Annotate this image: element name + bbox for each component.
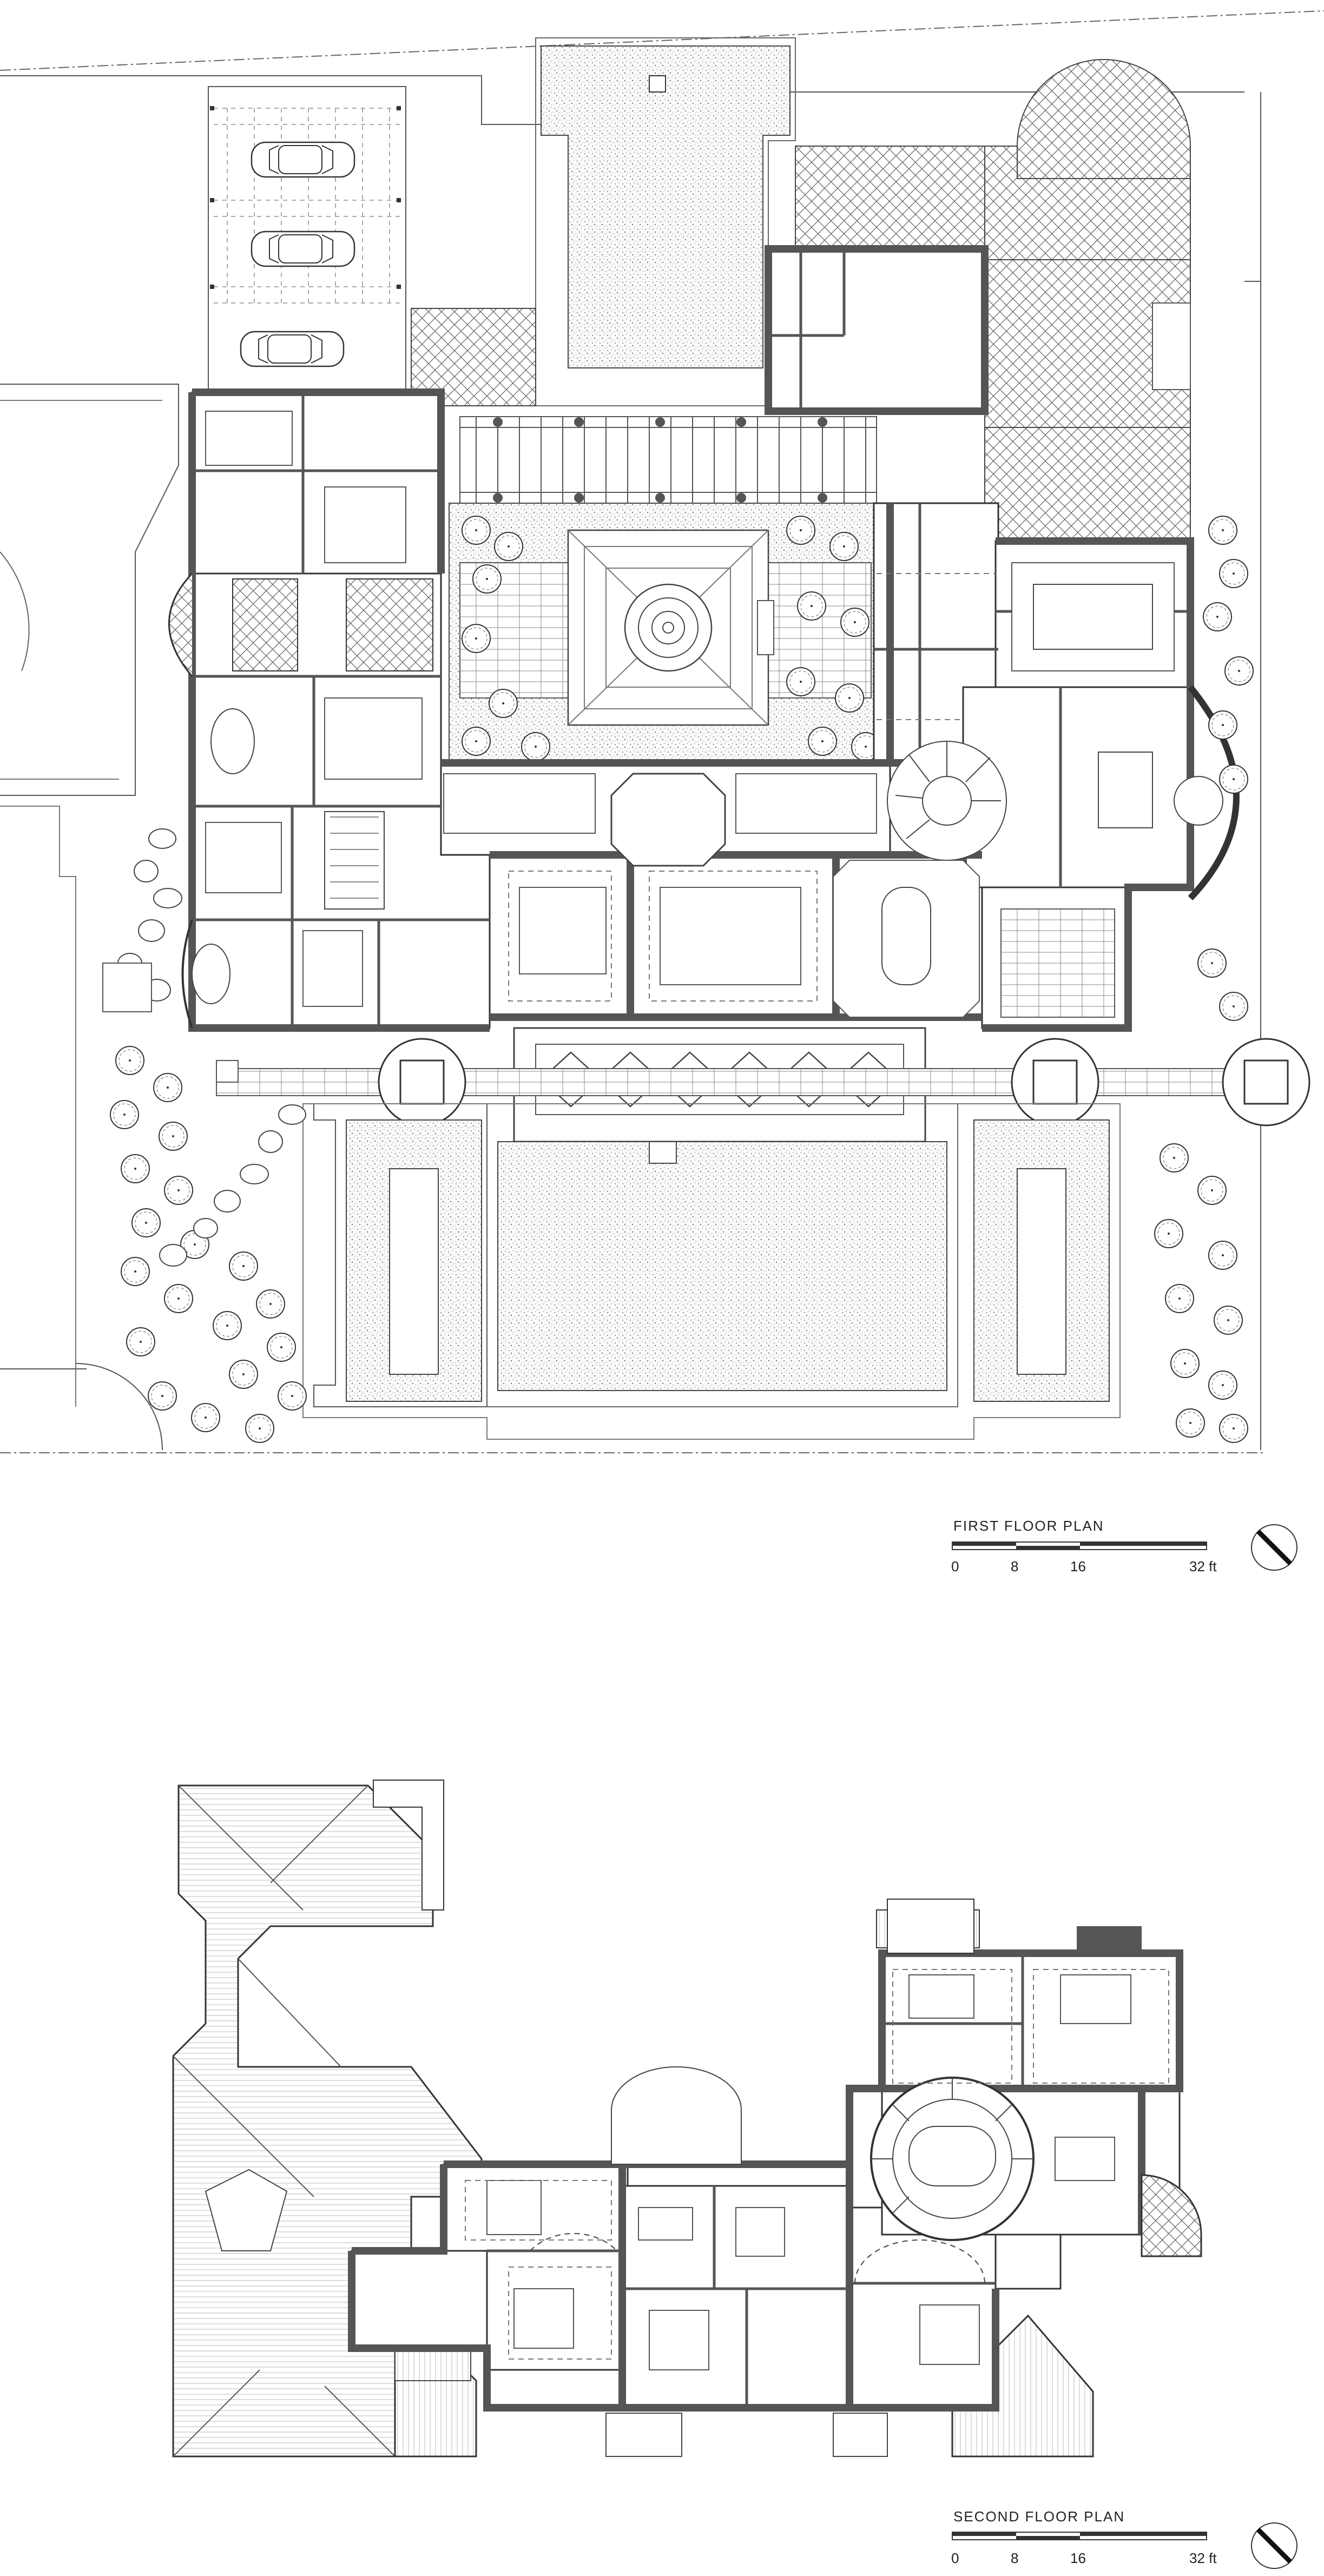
main-stair: [887, 741, 1007, 861]
scale-tick: 16: [1070, 2550, 1086, 2566]
scale-tick: 32 ft: [1189, 1558, 1217, 1574]
plan-title: FIRST FLOOR PLAN: [953, 1518, 1104, 1534]
south-terrace: [216, 1027, 1310, 1143]
car-icon: [251, 141, 355, 178]
forecourt: [535, 37, 796, 406]
central-courtyard: [449, 503, 882, 763]
scale-tick: 8: [1011, 1558, 1019, 1574]
pergola: [459, 416, 877, 504]
first-floor-plan: [0, 10, 1324, 1453]
north-arrow-icon: [1251, 1524, 1297, 1571]
scale-tick: 0: [951, 1558, 959, 1574]
scale-tick: 32 ft: [1189, 2550, 1217, 2566]
scale-tick: 0: [951, 2550, 959, 2566]
lower-garden: [302, 1103, 1121, 1440]
scale-tick: 8: [1011, 2550, 1019, 2566]
scale-tick: 16: [1070, 1558, 1086, 1574]
north-arrow-icon: [1251, 2522, 1297, 2569]
car-icon: [240, 331, 345, 367]
parking-court: [208, 86, 406, 390]
scale-bar: [952, 2532, 1207, 2540]
car-icon: [251, 230, 355, 267]
plan-title: SECOND FLOOR PLAN: [953, 2508, 1125, 2525]
second-floor-plan: [172, 1780, 1202, 2458]
scale-bar: [952, 1541, 1207, 1550]
upper-stair: [870, 2077, 1035, 2241]
